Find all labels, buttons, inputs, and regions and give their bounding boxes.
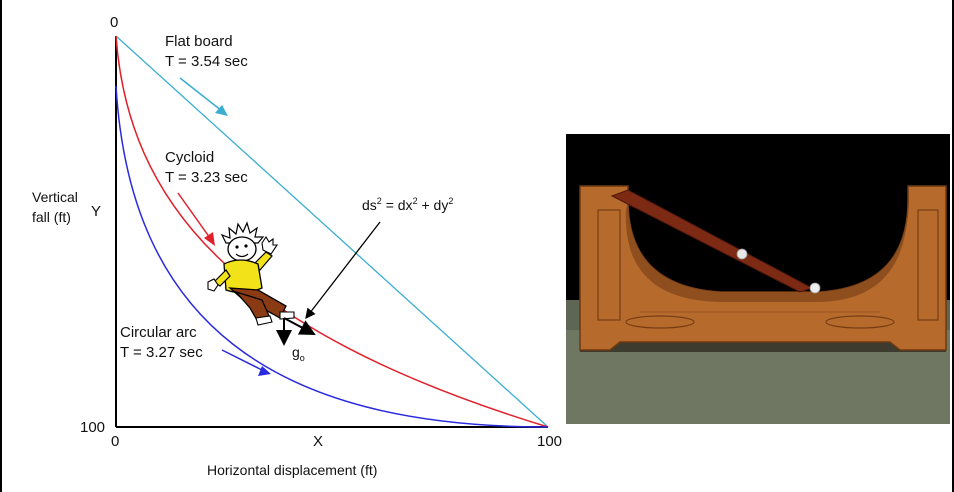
- cycloid-arrow-head: [204, 232, 215, 246]
- flat-board-arrow-head: [215, 105, 228, 116]
- origin-label: 0: [110, 14, 118, 31]
- cycloid-name: Cycloid: [165, 149, 214, 166]
- x-axis-symbol: X: [313, 433, 323, 450]
- flat-board-time: T = 3.54 sec: [165, 53, 248, 70]
- x-min-label: 0: [111, 433, 119, 450]
- flat-board-arrow-shaft: [179, 77, 223, 112]
- cycloid-time: T = 3.23 sec: [165, 169, 248, 186]
- cycloid-arrow-shaft: [177, 192, 211, 239]
- circular-arc-arrow-head: [258, 366, 271, 376]
- x-max-label: 100: [537, 433, 562, 450]
- x-axis-title: Horizontal displacement (ft): [207, 462, 377, 478]
- flat-board-line: [115, 35, 549, 428]
- circular-arc-name: Circular arc: [120, 324, 197, 341]
- cycloid-curve: [115, 35, 549, 428]
- y-axis-symbol: Y: [91, 203, 101, 220]
- equation-pointer-arrow: [305, 221, 381, 320]
- arc-length-equation: ds2 = dx2 + dy2: [362, 196, 453, 213]
- gravity-label: go: [292, 344, 305, 363]
- circular-arc-curve: [115, 85, 549, 428]
- cartoon-person-figure: [207, 221, 295, 326]
- tangent-vector-arrow: [283, 317, 316, 335]
- y-axis-title-line1: Vertical: [32, 189, 78, 205]
- flat-board-name: Flat board: [165, 33, 233, 50]
- circular-arc-arrow-shaft: [221, 349, 263, 371]
- wooden-model-photo: [566, 134, 950, 424]
- y-max-label: 100: [80, 419, 105, 436]
- y-axis-title-line2: fall (ft): [32, 209, 71, 225]
- circular-arc-time: T = 3.27 sec: [120, 344, 203, 361]
